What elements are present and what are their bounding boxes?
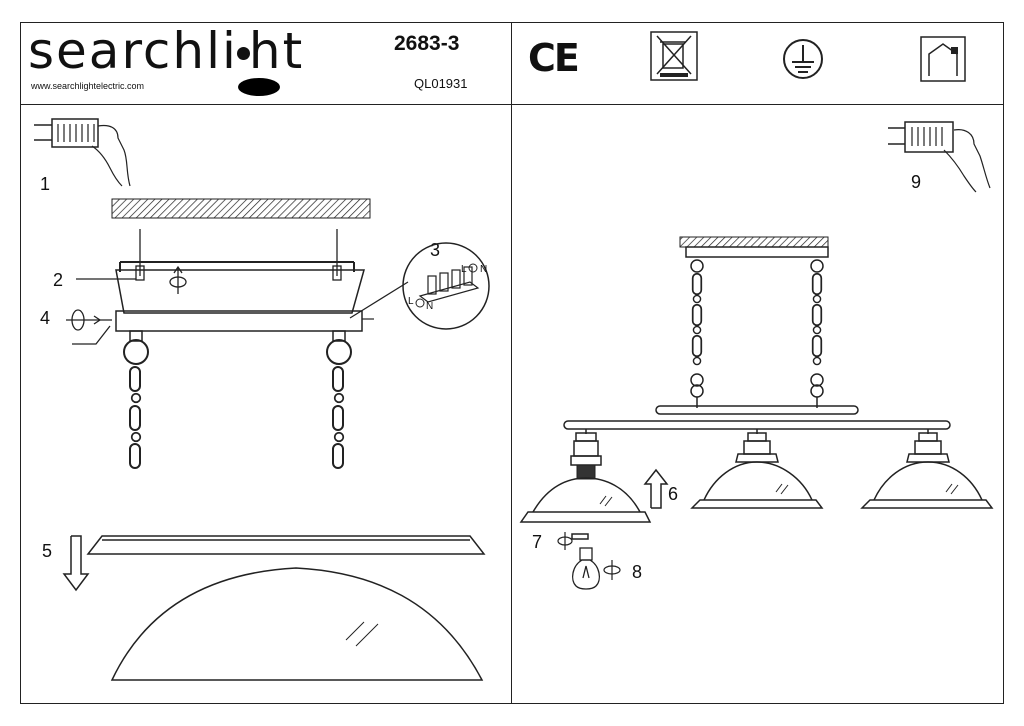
panel-divider-vertical (511, 22, 512, 704)
glass-reflection-mark (345, 621, 379, 647)
step-4-label: 4 (40, 308, 51, 328)
wiring-live-label-lower: L (408, 296, 414, 307)
terminal-block-icon (34, 118, 99, 148)
wiring-callout (402, 242, 490, 330)
chain-assembled-right (810, 259, 824, 408)
ceiling-canopy (115, 269, 365, 314)
step-3-label: 3 (430, 240, 441, 260)
pendant-left-rim (519, 511, 652, 523)
chain-right (326, 330, 352, 469)
shade-glass-dome (110, 567, 484, 681)
rotate-arrow-icon (169, 265, 187, 294)
rotate-arrow-icon-8 (603, 560, 621, 580)
hand-icon (91, 124, 131, 187)
weee-bin-icon (650, 31, 698, 81)
chain-assembled-left (690, 259, 704, 408)
wiring-neutral-label: N (480, 264, 487, 275)
product-code: QL01931 (414, 76, 468, 91)
step-7-label: 7 (532, 532, 543, 552)
step-8-label: 8 (632, 562, 643, 582)
panel-divider-horizontal (20, 104, 1004, 105)
step-2-label: 2 (53, 270, 64, 290)
side-screw-icon (66, 309, 112, 345)
upper-bar (655, 405, 859, 415)
wiring-live-label: L (461, 264, 467, 275)
terminal-block-detail (418, 266, 480, 303)
down-arrow-icon (62, 535, 90, 592)
step-1-label: 1 (40, 174, 51, 194)
earth-ground-icon (783, 39, 823, 79)
ceiling-plate (685, 246, 829, 258)
shade-rim (86, 535, 486, 555)
indoor-use-icon (920, 36, 966, 82)
pendant-left-holder (570, 429, 602, 466)
canopy-base-plate (115, 310, 363, 332)
logo-dot (236, 47, 250, 60)
pendant-middle (690, 429, 824, 509)
model-number: 2683-3 (394, 32, 460, 55)
ceiling-hatch (111, 198, 371, 219)
main-bar (563, 420, 951, 430)
rotate-arrow-icon-7 (557, 532, 573, 550)
screw-left (135, 265, 145, 281)
step-6-label: 6 (668, 484, 679, 504)
shade-ring (571, 533, 589, 540)
light-bulb-icon (571, 547, 601, 590)
step-5-label: 5 (42, 541, 53, 561)
pendant-middle-reflection (775, 483, 789, 495)
terminal-block-icon-right (888, 121, 954, 153)
wiring-neutral-label-lower: N (426, 301, 433, 312)
hand-icon-right (943, 129, 991, 193)
chain-left (123, 330, 149, 469)
step-9-label: 9 (911, 172, 922, 192)
screw-right (332, 265, 342, 281)
website-url: www.searchlightelectric.com (31, 81, 145, 91)
pendant-left-shade (532, 477, 641, 513)
lamp-socket (576, 464, 596, 480)
pendant-left-reflection (599, 495, 613, 507)
logo-shadow-mark (238, 78, 280, 96)
pendant-right (860, 429, 994, 509)
up-arrow-icon (643, 468, 669, 509)
pendant-right-reflection (945, 483, 959, 495)
ceiling-plate-hatch (679, 236, 829, 248)
ce-mark: CE (528, 36, 580, 80)
instruction-sheet-border (20, 22, 1004, 704)
